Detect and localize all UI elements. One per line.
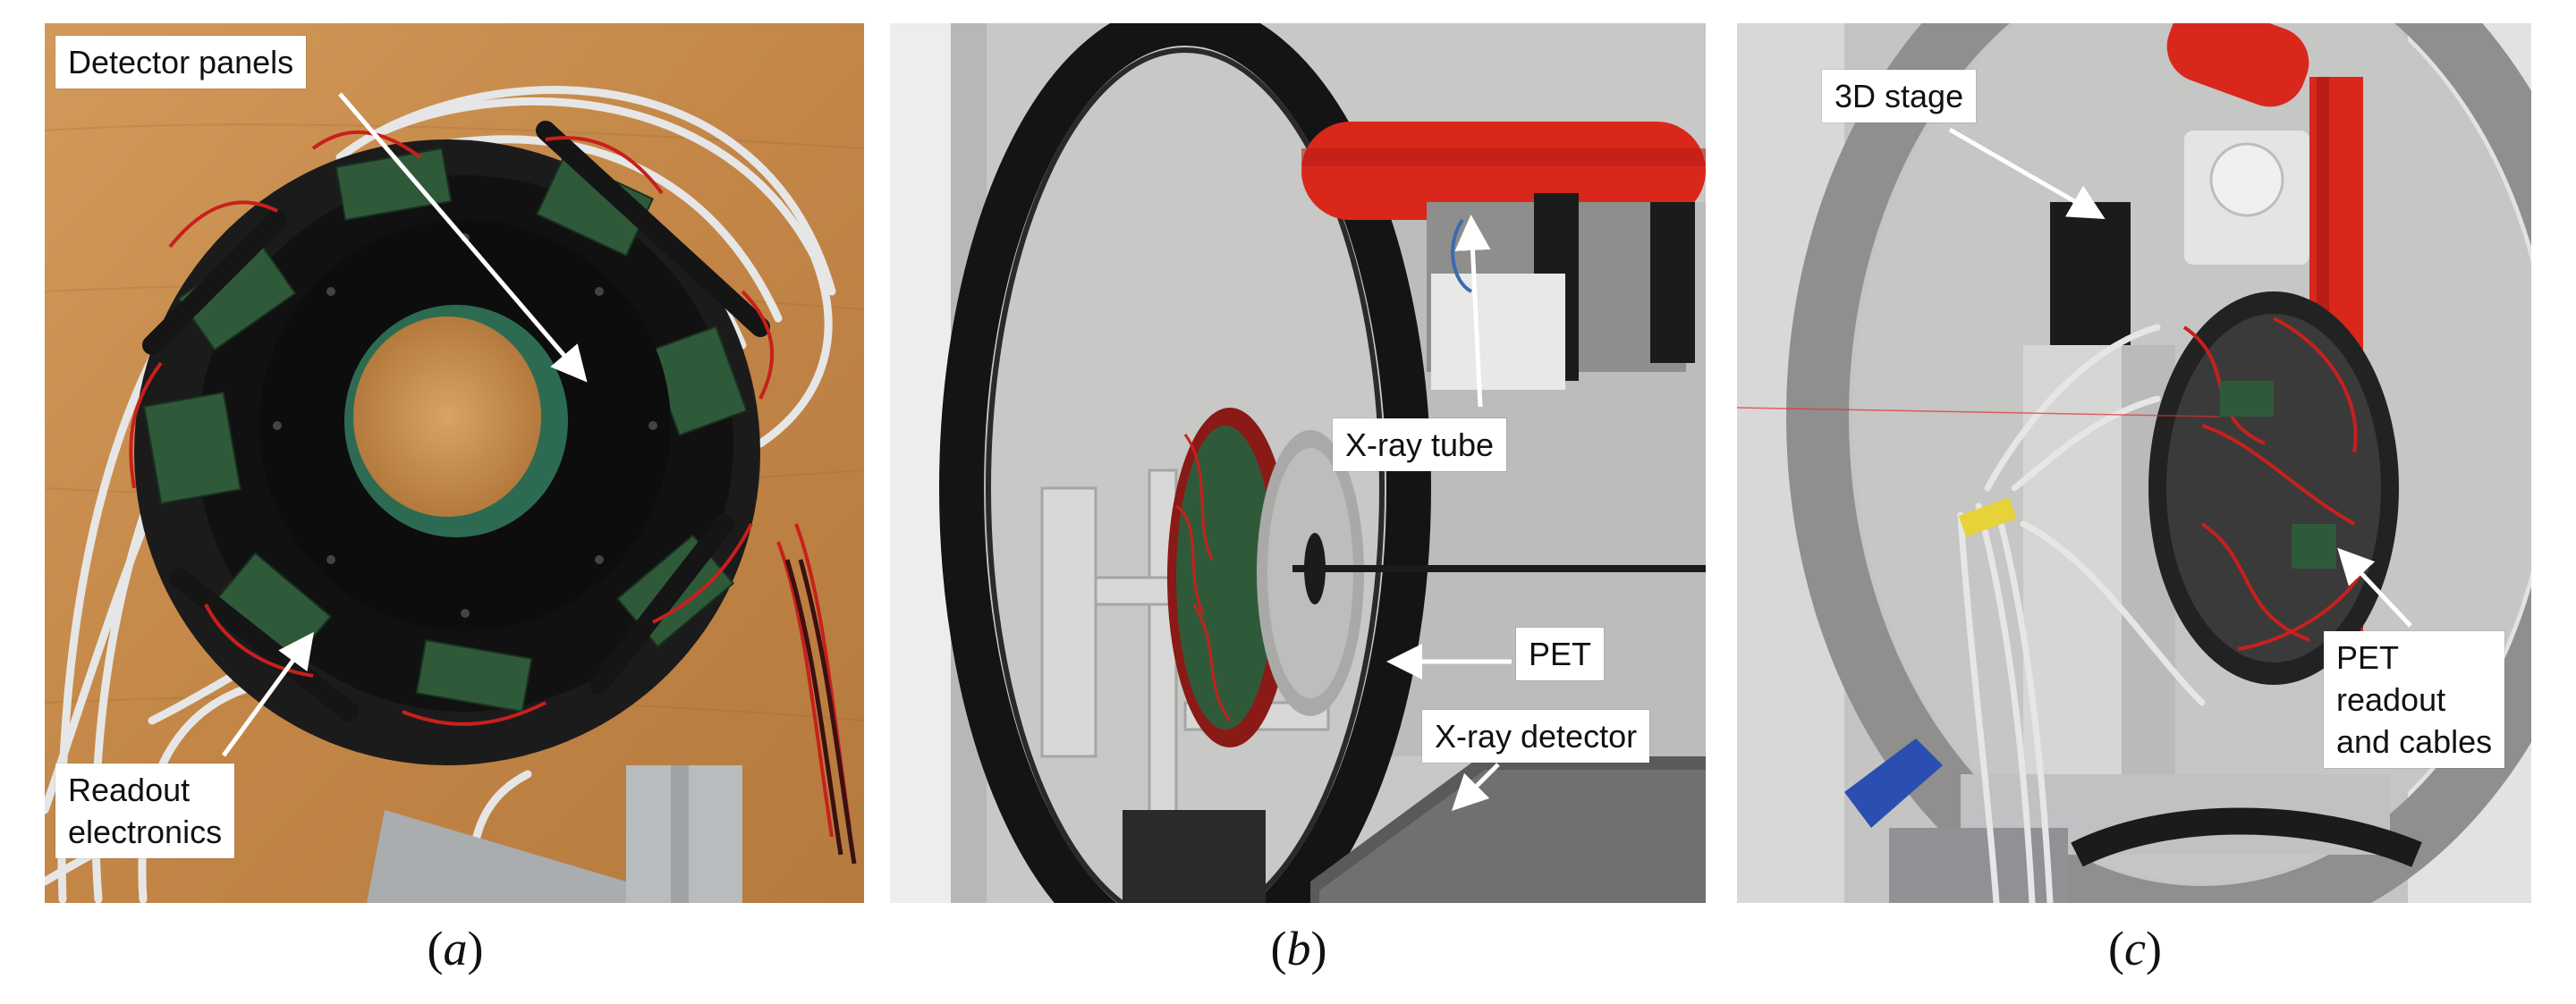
gantry-front-photo [1737, 23, 2531, 903]
caption-c: (c) [2108, 922, 2162, 975]
photo-panel-c: 3D stage PET readout and cables [1737, 23, 2531, 903]
caption-b: (b) [1270, 922, 1327, 975]
label-3d-stage: 3D stage [1822, 70, 1977, 122]
label-xray-tube: X-ray tube [1333, 418, 1507, 471]
gantry-side-photo [890, 23, 1706, 903]
label-detector-panels: Detector panels [55, 36, 307, 89]
label-readout-electronics: Readout electronics [55, 764, 235, 858]
white-cables [1957, 324, 2206, 903]
label-pet-readout-cables: PET readout and cables [2324, 631, 2505, 768]
aluminium-stand [367, 765, 742, 903]
pet-device [2148, 291, 2399, 685]
gantry-ring [939, 23, 1431, 903]
pet-device [1167, 408, 1364, 747]
gantry-ring [1786, 23, 2531, 903]
bore-hole [353, 316, 541, 517]
photo-panel-a: Detector panels Readout electronics [45, 23, 864, 903]
label-pet: PET [1516, 628, 1605, 680]
photo-panel-b: X-ray tube PET X-ray detector [890, 23, 1706, 903]
label-xray-detector: X-ray detector [1422, 710, 1650, 763]
caption-a: (a) [427, 922, 484, 975]
plate-screws [273, 233, 657, 618]
